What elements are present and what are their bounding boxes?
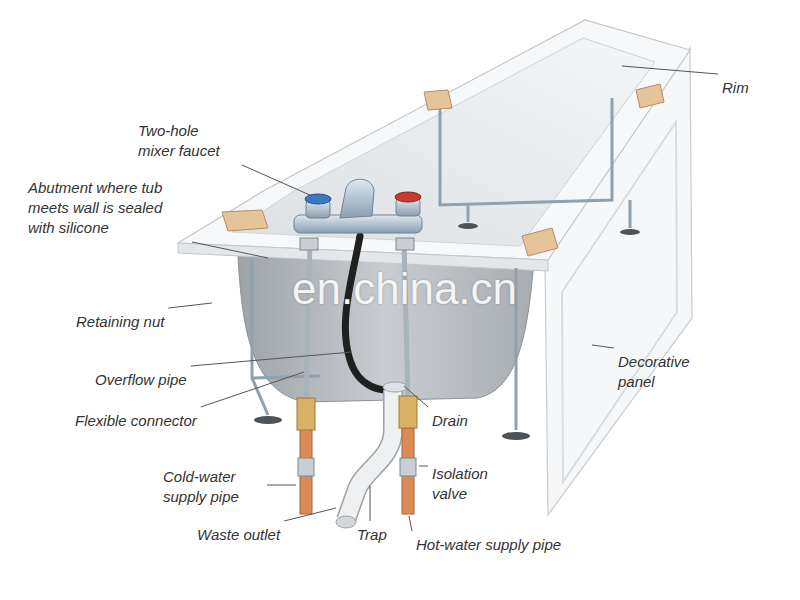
leader-line bbox=[370, 486, 371, 521]
part-label: Waste outlet bbox=[197, 525, 280, 545]
tub-rim bbox=[178, 20, 690, 260]
part-label: Cold-water supply pipe bbox=[163, 467, 263, 507]
part-label: Flexible connector bbox=[75, 411, 197, 431]
part-label: Drain bbox=[432, 411, 468, 431]
mixer-faucet bbox=[294, 179, 422, 233]
part-label: Retaining nut bbox=[76, 312, 164, 332]
leader-line bbox=[622, 66, 718, 74]
leader-line bbox=[419, 466, 428, 467]
tub-underside bbox=[238, 256, 534, 402]
drain-fitting bbox=[383, 382, 407, 392]
leader-line bbox=[267, 485, 296, 486]
leader-line bbox=[284, 508, 336, 521]
part-label: Two-hole mixer faucet bbox=[138, 121, 238, 161]
part-label: Decorative panel bbox=[618, 352, 710, 392]
part-label: Abutment where tub meets wall is sealed … bbox=[28, 178, 188, 238]
leader-line bbox=[191, 352, 352, 366]
watermark: en.china.cn bbox=[292, 264, 517, 314]
leader-line bbox=[201, 372, 304, 407]
support-frame bbox=[252, 98, 630, 430]
part-label: Rim bbox=[722, 78, 749, 98]
waste-outlet-end bbox=[336, 516, 356, 528]
leader-line bbox=[592, 345, 614, 348]
isolation-valves bbox=[297, 396, 417, 430]
leader-line bbox=[168, 303, 212, 308]
part-label: Hot-water supply pipe bbox=[416, 535, 561, 555]
part-label: Overflow pipe bbox=[95, 370, 187, 390]
leader-line bbox=[409, 516, 412, 531]
wood-blocks bbox=[222, 84, 664, 256]
tub-basin bbox=[232, 38, 655, 246]
trap-pipe bbox=[346, 390, 393, 520]
leader-line bbox=[192, 242, 268, 258]
trap-outline bbox=[346, 390, 393, 520]
supply-pipes bbox=[300, 428, 414, 514]
part-label: Isolation valve bbox=[432, 464, 514, 504]
leader-line bbox=[242, 165, 312, 196]
part-label: Trap bbox=[357, 525, 387, 545]
leader-line bbox=[404, 386, 428, 407]
feet bbox=[254, 223, 640, 440]
